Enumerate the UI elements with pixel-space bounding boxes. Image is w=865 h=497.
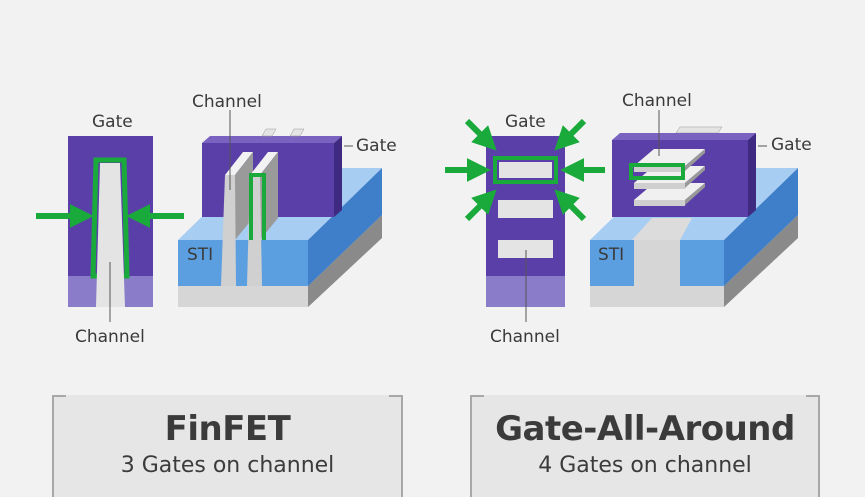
- finfet-cross-section: Gate Channel: [36, 112, 184, 347]
- fin-top: [225, 152, 253, 175]
- gaa-persp-gate-label: Gate: [771, 135, 812, 155]
- sti-side: [308, 168, 382, 286]
- gaa-sti-label: STI: [598, 245, 624, 265]
- finfet-persp-gate-label: Gate: [356, 136, 397, 156]
- fin-channel: [96, 163, 125, 307]
- nanosheet-stub: [675, 126, 723, 134]
- gaa-persp-channel-label: Channel: [622, 91, 692, 111]
- gate-contact-outline: [249, 173, 266, 240]
- transistor-diagram: Gate Channel Channel Ga: [36, 91, 812, 347]
- gaa-title: Gate-All-Around: [495, 409, 795, 449]
- sti-side: [724, 168, 798, 286]
- arrow-bottom-left-icon: [464, 189, 497, 222]
- gaa-subtitle: 4 Gates on channel: [538, 453, 752, 478]
- substrate-side: [724, 215, 798, 307]
- channel-well: [634, 240, 680, 286]
- finfet-perspective: Channel Gate STI: [178, 92, 397, 307]
- fin-side: [235, 152, 253, 240]
- gate-contact-outline: [493, 156, 558, 184]
- arrow-top-right-icon: [554, 118, 587, 151]
- finfet-card: FinFET 3 Gates on channel: [52, 395, 403, 497]
- gate-contact-outline: [90, 157, 130, 279]
- finfet-cs-channel-label: Channel: [75, 327, 145, 347]
- substrate-side: [308, 215, 382, 307]
- gaa-cs-gate-label: Gate: [505, 112, 546, 132]
- gaa-cross-section: Gate Channel: [445, 112, 605, 347]
- arrow-bottom-right-icon: [554, 189, 587, 222]
- finfet-subtitle: 3 Gates on channel: [120, 453, 335, 478]
- gate-top: [202, 136, 342, 143]
- gaa-card: Gate-All-Around 4 Gates on channel: [470, 395, 820, 497]
- finfet-title: FinFET: [164, 409, 291, 449]
- fin-stub: [261, 128, 277, 137]
- fin-stub: [289, 128, 305, 137]
- gaa-perspective: Channel Gate STI: [590, 91, 812, 307]
- nanosheet-channel: [498, 200, 553, 218]
- fin-front: [221, 175, 236, 286]
- channel-well-top: [632, 218, 692, 240]
- finfet-persp-channel-label: Channel: [192, 92, 262, 112]
- sti-front: [178, 240, 308, 286]
- gate-contact-outline: [629, 163, 685, 180]
- nanosheet-channel: [498, 240, 553, 258]
- finfet-sti-label: STI: [187, 245, 213, 265]
- fin-top: [250, 152, 278, 175]
- gaa-cs-channel-label: Channel: [490, 327, 560, 347]
- gate-top: [612, 133, 756, 140]
- finfet-cs-gate-label: Gate: [92, 112, 133, 132]
- arrow-top-left-icon: [464, 118, 497, 151]
- nanosheet-channel: [499, 162, 552, 178]
- gate-side: [748, 133, 756, 217]
- gate-side: [334, 136, 342, 217]
